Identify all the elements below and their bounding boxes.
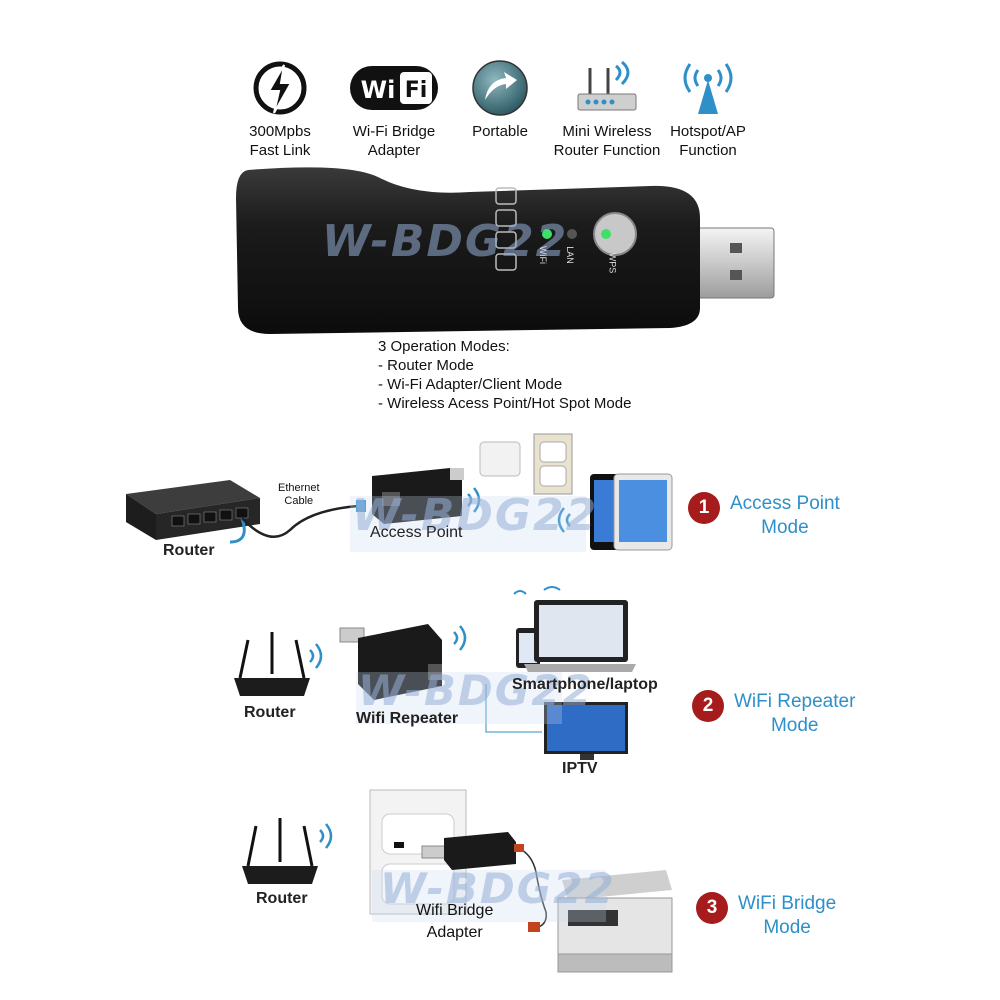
- router-box-icon: [126, 480, 260, 540]
- mode2-name-line2: Mode: [770, 715, 819, 736]
- feature-label-line2: Fast Link: [249, 142, 311, 159]
- mode2-diagram: W-BDG22 Router Wifi Repeater Smartphone/…: [228, 584, 658, 784]
- feature-portable: Portable: [440, 58, 560, 141]
- bridge-label-line2: Adapter: [426, 924, 483, 941]
- mode1-diagram: W-BDG22 Router Ethernet Cable Access Poi…: [120, 430, 680, 570]
- feature-label-line1: Hotspot/AP: [670, 123, 746, 140]
- svg-text:Wi: Wi: [361, 76, 396, 104]
- wifi-led-icons: [495, 187, 517, 271]
- feature-label-line2: Router Function: [553, 142, 661, 159]
- mode3-name-line1: WiFi Bridge: [738, 893, 837, 914]
- mode1-name-line2: Mode: [761, 517, 809, 538]
- mode2-name-line1: WiFi Repeater: [734, 691, 856, 712]
- bridge-label-line1: Wifi Bridge: [416, 902, 494, 919]
- cable-label-line1: Ethernet: [278, 482, 320, 494]
- led-label-lan: LAN: [564, 246, 575, 264]
- mode3-number-badge: 3: [696, 892, 728, 924]
- mode3-name-line2: Mode: [763, 917, 811, 938]
- operation-modes-list: 3 Operation Modes: - Router Mode - Wi-Fi…: [378, 337, 631, 413]
- portable-arrow-icon: [440, 58, 560, 118]
- mode1-number-badge: 1: [688, 492, 720, 524]
- repeater-device-icon: [339, 624, 442, 700]
- led-label-wifi: WiFi: [538, 246, 548, 264]
- mode1-router-label: Router: [163, 542, 215, 559]
- feature-hotspot: Hotspot/AP Function: [648, 58, 768, 160]
- mode2-router-label: Router: [244, 704, 296, 721]
- mode3-router-label: Router: [256, 890, 308, 907]
- feature-label-line1: Mini Wireless: [562, 123, 652, 140]
- mode2-client-label: Smartphone/laptop: [512, 676, 658, 693]
- svg-text:Fi: Fi: [405, 78, 428, 103]
- router-icon: [547, 58, 667, 118]
- smartphone-laptop-icon: [513, 586, 636, 672]
- feature-label-line2: Adapter: [367, 142, 421, 159]
- tablet-devices-icon: [590, 473, 673, 551]
- wifi-dongle-device: W-BDG22 WiFi LAN WPS: [230, 158, 780, 338]
- mode3-diagram: W-BDG22 Router Wifi Bridge Adapter: [236, 786, 676, 992]
- lightning-icon: [220, 58, 340, 118]
- mode2-number-badge: 2: [692, 690, 724, 722]
- operation-mode-item: - Router Mode: [378, 357, 474, 374]
- bridge-adapter-device-icon: [421, 832, 516, 870]
- wifi-logo-icon: Wi Fi: [334, 58, 454, 118]
- operation-mode-item: - Wireless Acess Point/Hot Spot Mode: [378, 395, 632, 412]
- cable-label-line2: Cable: [284, 495, 314, 507]
- feature-label-line1: Portable: [472, 123, 528, 140]
- operation-mode-item: - Wi-Fi Adapter/Client Mode: [378, 376, 563, 393]
- wireless-router-icon: [234, 632, 310, 696]
- iptv-tv-icon: [544, 702, 628, 760]
- access-point-device-icon: [372, 468, 464, 524]
- mode3-bridge-label: Wifi Bridge Adapter: [416, 900, 493, 944]
- mode2-repeater-label: Wifi Repeater: [356, 710, 459, 727]
- feature-label-line2: Function: [679, 142, 737, 159]
- operation-modes-title: 3 Operation Modes:: [378, 338, 510, 355]
- mode1-access-point-label: Access Point: [370, 524, 463, 541]
- mode1-name-line1: Access Point: [730, 493, 840, 514]
- wall-outlet-icon: [533, 433, 573, 495]
- wireless-router-icon: [242, 818, 318, 884]
- ethernet-cable-label: Ethernet Cable: [278, 482, 320, 508]
- wps-button-label: WPS: [607, 252, 618, 274]
- feature-label-line1: 300Mpbs: [249, 123, 311, 140]
- printer-icon: [557, 870, 673, 973]
- feature-label-line1: Wi-Fi Bridge: [352, 123, 436, 140]
- hotspot-antenna-icon: [648, 58, 768, 118]
- mode2-iptv-label: IPTV: [562, 760, 598, 777]
